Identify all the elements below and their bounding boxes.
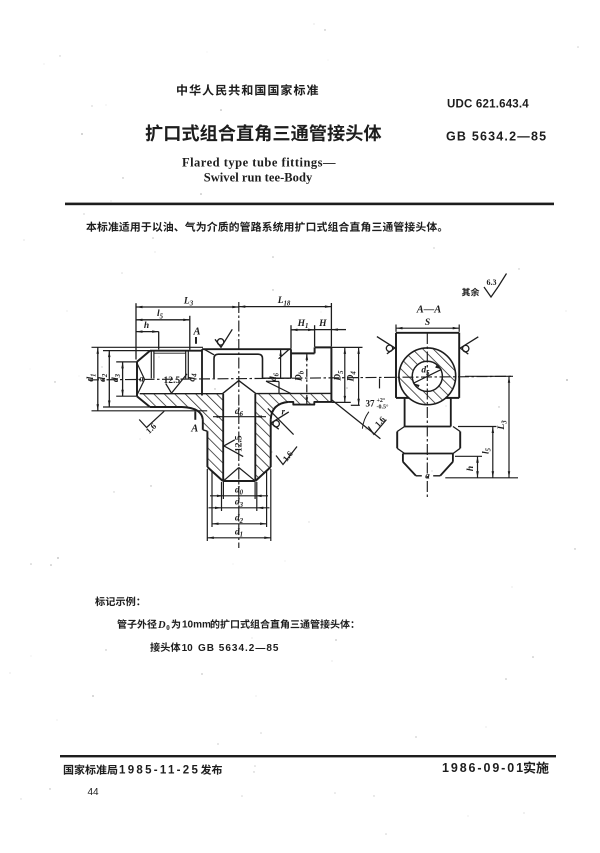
svg-text:44: 44 bbox=[88, 787, 100, 798]
svg-text:12.5: 12.5 bbox=[164, 376, 181, 386]
svg-text:H: H bbox=[318, 319, 327, 329]
svg-text:h: h bbox=[144, 321, 149, 331]
svg-text:UDC 621.643.4: UDC 621.643.4 bbox=[447, 99, 529, 111]
svg-text:GB 5634.2—85: GB 5634.2—85 bbox=[198, 643, 280, 654]
svg-text:1986-09-01: 1986-09-01 bbox=[442, 761, 525, 775]
svg-text:D: D bbox=[157, 620, 166, 631]
svg-text:A: A bbox=[190, 424, 198, 435]
svg-text:12.5: 12.5 bbox=[235, 435, 245, 452]
svg-text:0: 0 bbox=[166, 624, 170, 632]
svg-text:Swivel run tee-Body: Swivel run tee-Body bbox=[204, 171, 313, 185]
svg-text:a: a bbox=[139, 374, 144, 384]
svg-text:GB 5634.2—85: GB 5634.2—85 bbox=[446, 130, 547, 144]
svg-text:6.3: 6.3 bbox=[487, 278, 497, 287]
svg-text:Flared type tube fittings—: Flared type tube fittings— bbox=[182, 156, 336, 170]
svg-text:-0.5°: -0.5° bbox=[377, 404, 389, 411]
svg-text:A—A: A—A bbox=[416, 305, 442, 316]
svg-text:S: S bbox=[425, 318, 430, 328]
svg-text:10: 10 bbox=[182, 643, 194, 654]
svg-text:A: A bbox=[192, 327, 200, 338]
svg-text:h: h bbox=[466, 466, 476, 471]
svg-text:r: r bbox=[282, 407, 286, 417]
svg-text:+2°: +2° bbox=[377, 397, 386, 404]
svg-text:37: 37 bbox=[366, 398, 376, 408]
svg-text:1985-11-25: 1985-11-25 bbox=[119, 765, 200, 777]
svg-text:10mm: 10mm bbox=[182, 620, 211, 631]
